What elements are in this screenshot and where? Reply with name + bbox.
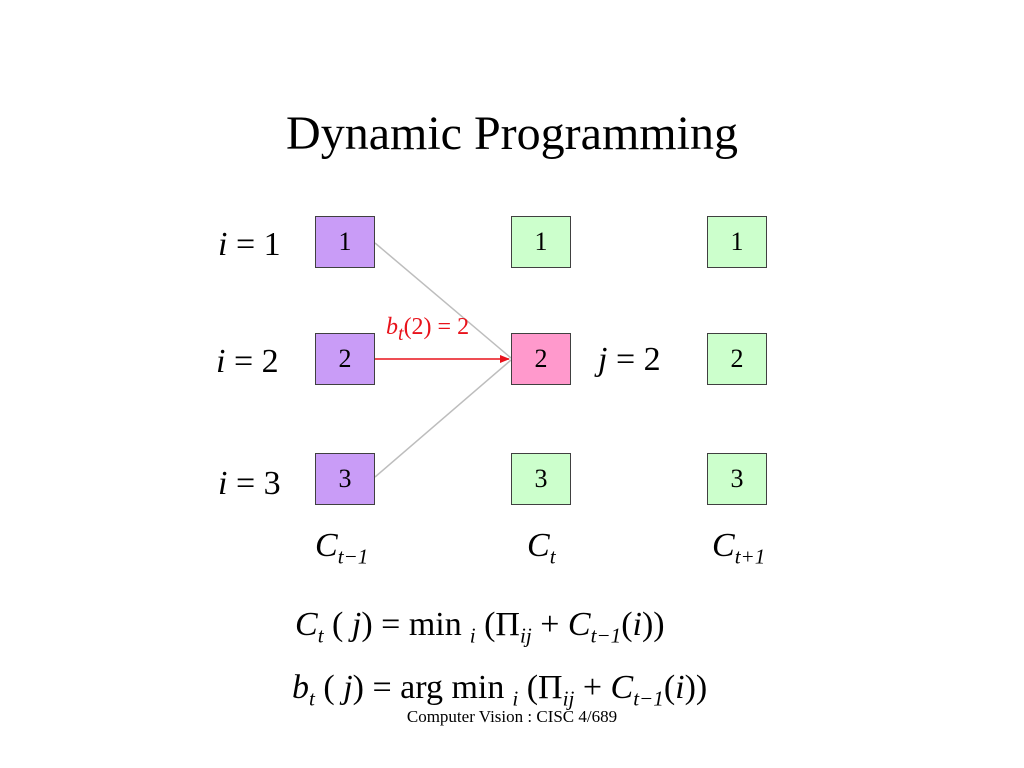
footer-course: Computer Vision : CISC 4/689 xyxy=(406,707,618,726)
row-label-3: i = 3 xyxy=(218,465,281,502)
column-label-current: Ct xyxy=(527,527,556,569)
node-prev-3: 3 xyxy=(315,453,375,505)
column-label-next: Ct+1 xyxy=(712,527,766,569)
transition-1-to-2 xyxy=(374,242,512,359)
node-prev-1: 1 xyxy=(315,216,375,268)
backpointer-label: bt(2) = 2 xyxy=(386,314,470,345)
node-next-3: 3 xyxy=(707,453,767,505)
row-label-2: i = 2 xyxy=(216,343,279,380)
node-prev-2: 2 xyxy=(315,333,375,385)
transition-3-to-2 xyxy=(374,359,512,478)
slide-title: Dynamic Programming xyxy=(286,107,738,160)
node-current-3: 3 xyxy=(511,453,571,505)
node-current-2-selected: 2 xyxy=(511,333,571,385)
node-current-1: 1 xyxy=(511,216,571,268)
column-label-prev: Ct−1 xyxy=(315,527,369,569)
node-next-1: 1 xyxy=(707,216,767,268)
node-next-2: 2 xyxy=(707,333,767,385)
row-label-1: i = 1 xyxy=(218,226,281,263)
j-label: j = 2 xyxy=(598,341,661,378)
